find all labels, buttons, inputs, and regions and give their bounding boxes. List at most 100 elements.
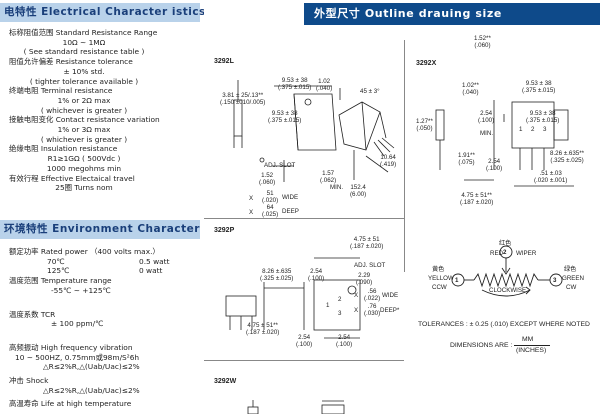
dim-text: 1.91**	[458, 152, 475, 159]
dim-text: .76	[367, 303, 377, 310]
dim-label: ADJ. SLOT	[354, 262, 386, 269]
tcr-value: ± 100 ppm/℃	[51, 319, 104, 329]
drawing-3292l	[233, 80, 395, 182]
spec-line: 1% or 3Ω max	[57, 125, 111, 135]
shock-label: 冲击 Shock	[9, 376, 49, 386]
divider	[204, 218, 404, 219]
dim-text: 2.54	[310, 268, 323, 275]
dim-text: 4.75 ± 51**	[247, 322, 278, 329]
circuit-node: 1	[455, 277, 459, 284]
electrical-heading: 电特性 Electrical Character istics	[0, 3, 205, 22]
circuit-label: WIPER	[516, 250, 537, 257]
dim-text: 2.54	[480, 110, 493, 117]
dim-label: 2.54(.100)	[296, 334, 312, 348]
divider	[404, 40, 405, 272]
circuit-label: 黄色	[432, 266, 445, 273]
dim-text: (.375 ±.015)	[268, 117, 302, 124]
pin-number: 3	[543, 126, 547, 133]
drawing-3292p	[225, 257, 361, 339]
dim-label: 1.52**(.060)	[474, 35, 491, 49]
circuit-label: YELLOW	[428, 275, 454, 282]
temp-range-value: -55℃ ~ +125℃	[51, 285, 111, 295]
dim-text: (.020)	[262, 197, 279, 204]
outline-panel: 外型尺寸 Outline drauing size 3292L	[204, 0, 600, 414]
dim-label: 2.54(.100)	[308, 268, 324, 282]
dim-text: (.150 ±010/.005)	[220, 99, 266, 106]
outline-heading: 外型尺寸 Outline drauing size	[304, 3, 600, 25]
dim-label: 10.64(.419)	[380, 154, 396, 168]
dim-text: 2.54	[338, 334, 351, 341]
drawing-3292w	[247, 400, 345, 414]
dim-label: 45 ± 3°	[360, 88, 380, 95]
dim-text: (.020 ±.001)	[534, 177, 568, 184]
dim-label: .56(.022)	[364, 288, 380, 302]
model-3292p-label: 3292P	[214, 227, 235, 234]
circuit-label: 红色	[499, 240, 512, 247]
dim-text: (.375 ±.015)	[522, 87, 556, 94]
drawing-3292x	[435, 100, 574, 187]
dim-label: MIN.	[480, 130, 494, 137]
spec-line: 接触电阻变化 Contact resistance variation	[9, 115, 160, 125]
spec-line: ( See standard resistance table )	[23, 47, 145, 57]
dim-label: 152.4(6.00)	[350, 184, 366, 198]
spec-line: R1≥1GΩ ( 500Vdc )	[47, 154, 121, 164]
spec-line: 绝缘电阻 Insulation resistance	[9, 144, 118, 154]
circuit-node: 2	[503, 249, 507, 256]
life-label: 高温寿命 Life at high temperature	[9, 399, 132, 409]
dim-label: MIN.	[330, 184, 344, 191]
dim-text: (.040)	[316, 85, 333, 92]
dim-text: 4.75 ± 51	[353, 236, 380, 243]
circuit-label: CLOCKWISE	[489, 287, 527, 294]
power-value: 0.5 watt	[139, 256, 170, 266]
dim-text: (.040)	[462, 89, 479, 96]
dim-text: 9.53 ± 38	[271, 110, 298, 117]
dim-text: 10.64	[380, 154, 396, 161]
dim-text: (.060)	[474, 42, 491, 49]
dim-label: DEEP	[282, 208, 299, 215]
dim-label: 8.26 ±.635**(.325 ±.025)	[550, 150, 584, 164]
dim-label: .76(.030)	[364, 303, 380, 317]
dim-label: 1.91**(.075)	[458, 152, 475, 166]
dim-text: (.100)	[478, 117, 495, 124]
dim-text: (.075)	[458, 159, 475, 166]
tcr-label: 温度系数 TCR	[9, 309, 56, 319]
dim-text: 1.52**	[474, 35, 491, 42]
spec-line: 25圈 Turns nom	[55, 183, 113, 193]
dim-text: (.050)	[416, 125, 433, 132]
dim-label: 2.54(.100)	[478, 110, 494, 124]
dim-text: (.325 ±.025)	[260, 275, 294, 282]
unit-inches: (INCHES)	[516, 347, 547, 354]
dim-label: ADJ. SLOT	[264, 162, 296, 169]
dim-text: (.090)	[356, 279, 373, 286]
pin-number: 1	[326, 302, 330, 309]
pin-number: 2	[531, 126, 535, 133]
temp-range-label: 温度范围 Temperature range	[9, 276, 112, 286]
dim-label: 4.75 ± 51**(.187 ±.020)	[460, 192, 493, 206]
dim-label: 1.57(.062)	[320, 170, 336, 184]
dim-text: .56	[367, 288, 377, 295]
dim-text: (.325 ±.025)	[550, 157, 584, 164]
dim-label: X	[249, 195, 254, 202]
pin-number: 1	[519, 126, 523, 133]
vibration-delta: △R≤2%R,△(Uab/Uac)≤2%	[43, 362, 140, 372]
circuit-label: CW	[566, 284, 577, 291]
vibration-value: 10 ~ 500HZ, 0.75mm或98m/S²6h	[15, 352, 140, 362]
tolerance-note: TOLERANCES : ± 0.25 (.010) EXCEPT WHERE …	[418, 321, 590, 328]
model-3292w-label: 3292W	[214, 378, 237, 385]
dim-label: 8.26 ±.635(.325 ±.025)	[260, 268, 293, 282]
unit-mm: MM	[522, 336, 534, 343]
dim-text: (.030)	[364, 310, 381, 317]
environment-heading: 环境特性 Environment Character istics	[0, 220, 238, 239]
vibration-label: 高频振动 High frequency vibration	[9, 342, 133, 352]
dim-text: (.100)	[296, 341, 313, 348]
spec-line: 阻值允许偏差 Resistance tolerance	[9, 57, 133, 67]
dim-text: 8.26 ±.635**	[550, 150, 585, 157]
dim-text: 1.02**	[462, 82, 479, 89]
dim-text: (.375 ±.015)	[526, 117, 560, 124]
dim-label: 1.02**(.040)	[462, 82, 479, 96]
dim-label: 4.75 ± 51(.187 ±.020)	[350, 236, 383, 250]
wiper-circuit-diagram	[451, 245, 563, 297]
spec-line: 1% or 2Ω max	[57, 95, 111, 105]
dim-label: .51 ±.03(.020 ±.001)	[534, 170, 567, 184]
